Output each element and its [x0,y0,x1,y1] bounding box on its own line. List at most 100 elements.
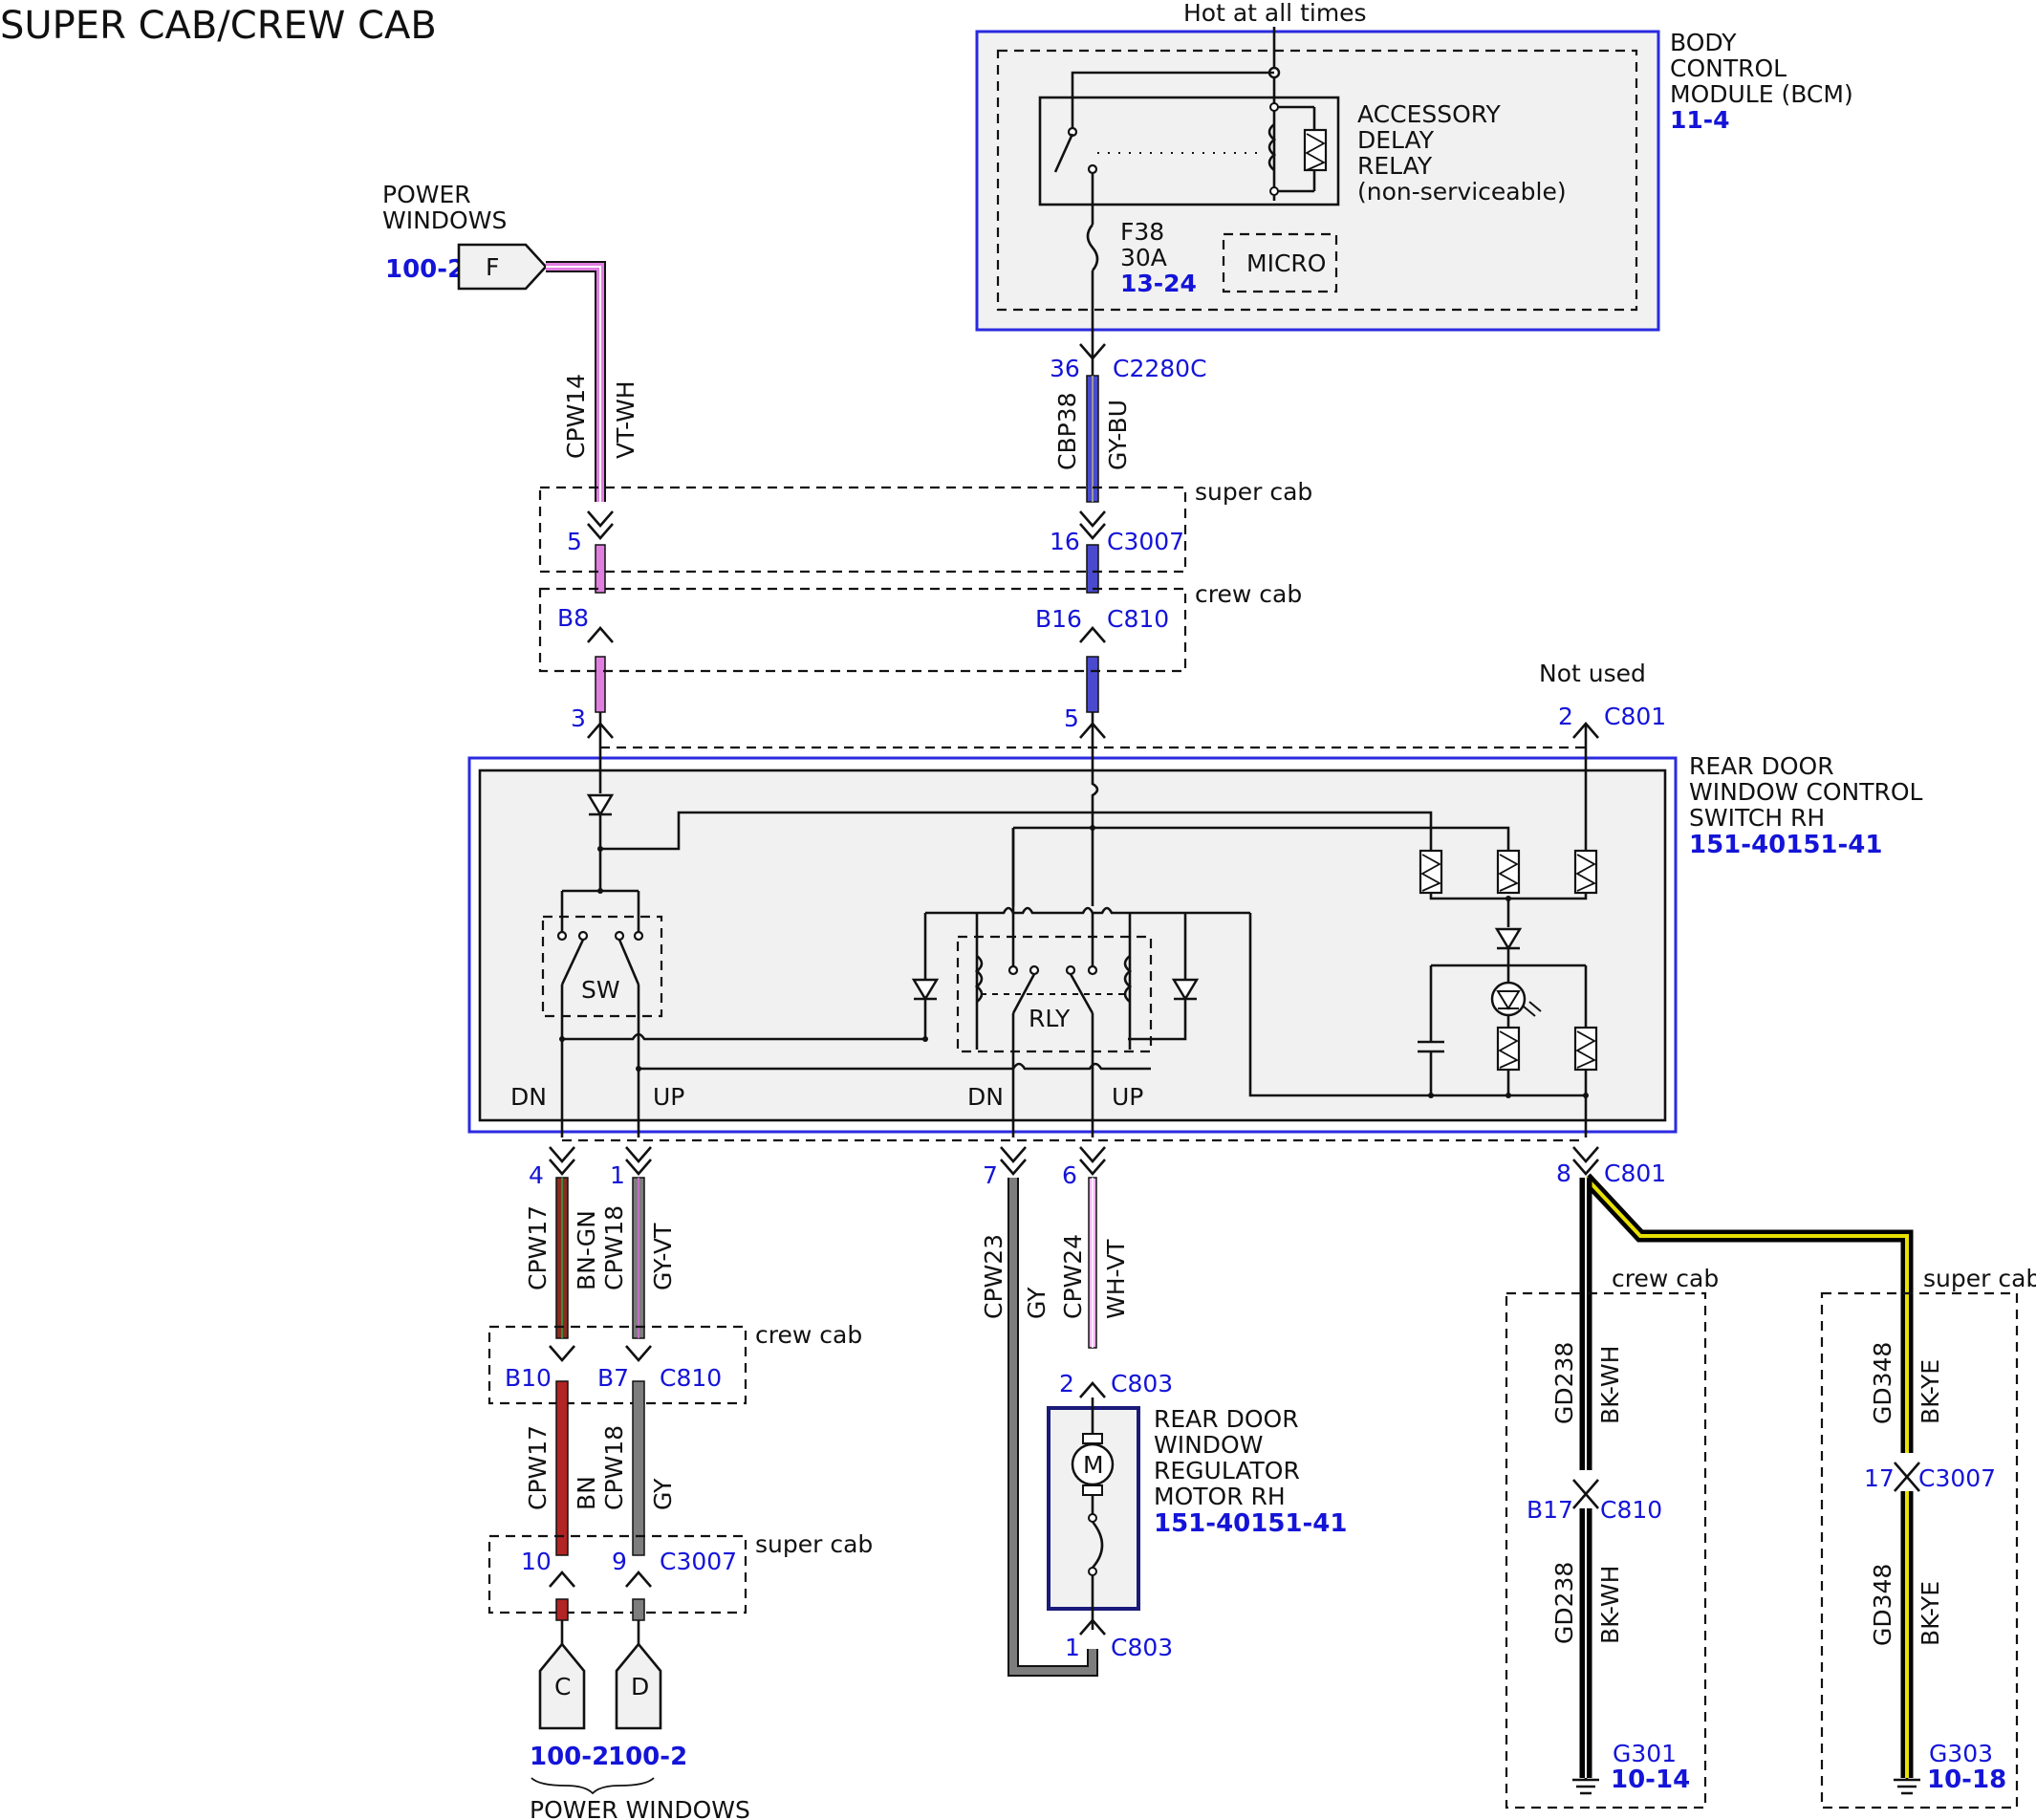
connector-c2280c-label: C2280C [1113,355,1207,382]
wire-gd238a-circuit: GD238 [1550,1342,1578,1424]
motor-brush-bottom [1082,1484,1103,1496]
wire-gd238b-color: BK-WH [1596,1566,1624,1644]
wire-cpw18b-circuit: CPW18 [600,1425,628,1510]
sw-contact [633,930,644,942]
ground-g303-page-ref: 10-18 [1927,1766,2006,1794]
connector-c810-pin-b16-symbol [1079,626,1106,643]
junction-dot [1583,1093,1589,1098]
sw-contact [556,930,568,942]
pin-b7-symbol [625,1345,652,1362]
connector-c3007-label-top: C3007 [1107,528,1184,555]
connector-c-label: C [554,1673,571,1701]
wire-cbp38-circuit: CBP38 [1053,393,1081,471]
illum-resistor-4-zigzag [1498,1030,1520,1069]
illum-resistor-3-zigzag [1575,854,1597,892]
ground-g301-icon [1572,1778,1599,1795]
junction-dot [1505,1093,1511,1098]
relay-coil [1267,122,1277,172]
zone-super-cab-ground-label: super cab [1923,1265,2036,1292]
wire-cpw17b-circuit: CPW17 [524,1425,552,1510]
pin-5-c801: 5 [1064,704,1079,732]
wire-cpw17-stub [555,1598,569,1621]
pin-7: 7 [983,1161,998,1189]
sw-outputs [560,985,640,1138]
pin-b10: B10 [505,1364,552,1392]
connector-c2280c-symbol [1079,343,1106,360]
pin-b16: B16 [1035,605,1082,633]
illum-ground-leads [1429,1051,1588,1138]
sw-contact [614,930,625,942]
zone-crew-cab-ground-box [1505,1291,1707,1809]
wire-cpw14-circuit: CPW14 [562,374,590,459]
pin-16: 16 [1050,528,1080,555]
switch-illum-feed [600,811,1433,865]
sw-up-to-relay [639,1062,1151,1071]
zone-crew-cab-label: crew cab [1195,580,1302,608]
wire-cpw17-bn [555,1380,569,1556]
pin-b17: B17 [1527,1496,1573,1524]
switch-up-label-left: UP [653,1083,684,1111]
sw-dn-to-relay [562,1032,925,1041]
switch-dn-label-left: DN [510,1083,547,1111]
ground-g301-label: G301 [1613,1740,1677,1767]
junction-dot [1269,102,1279,112]
relay-diode-left [911,978,940,1002]
pin-7-symbol [1000,1146,1027,1176]
connector-f-label: F [486,253,499,281]
pin-b10-symbol [549,1345,575,1362]
relay-label-line1: ACCESSORY [1357,100,1502,128]
relay-contact-output [1087,163,1098,175]
bcm-outline [975,30,1660,332]
relay-resistor-zigzag [1305,133,1327,171]
connector-c2280c: 36 C2280C [1050,343,1207,382]
wire-gd348b-circuit: GD348 [1869,1564,1896,1646]
pin-8: 8 [1556,1159,1571,1187]
zone-super-cab-box [538,486,1187,574]
micro-label: MICRO [1246,249,1326,277]
hot-at-all-times-label: Hot at all times [1183,0,1367,27]
pin-17-mate [1894,1475,1920,1492]
connector-c810-label-ground: C810 [1600,1496,1662,1524]
illum-resistor-5-zigzag [1575,1030,1597,1069]
pin-3: 3 [571,704,586,732]
wire-gd238a-color: BK-WH [1596,1346,1624,1424]
pin-8-symbol [1572,1146,1599,1176]
rly-contact [1087,964,1098,976]
pin-4: 4 [529,1161,544,1189]
switch-up-label-right: UP [1112,1083,1143,1111]
relay-label-line3: RELAY [1357,152,1433,180]
pin-9-symbol [625,1571,652,1588]
rly-contact [1007,964,1019,976]
fuse-f38-symbol [1086,224,1099,271]
switch-outline [467,756,1678,1134]
junction-dot [1269,186,1279,196]
zone-super-cab-bottom-box [487,1534,747,1614]
pin-10: 10 [521,1548,552,1575]
connector-c810-label-bottom: C810 [660,1364,722,1392]
relay-label-line4: (non-serviceable) [1357,178,1567,206]
pin-4-symbol [549,1146,575,1176]
ground-g303-icon [1894,1778,1920,1795]
connector-c803-label-top: C803 [1111,1370,1173,1398]
pin-1-c801: 1 [610,1161,625,1189]
pin-6-symbol [1079,1146,1106,1176]
switch-pin-5-symbol [1079,722,1106,739]
connector-c810-label-top: C810 [1107,605,1169,633]
wire-cpw23-cpw24: CPW23 GY CPW24 WH-VT 2 C803 M 1 C803 REA… [980,1177,1348,1677]
power-windows-connector-f: POWER WINDOWS 100-2 F [382,181,548,291]
switch-name-line1: REAR DOOR [1689,752,1834,780]
pin-10-symbol [549,1571,575,1588]
motor-brush-top [1082,1433,1103,1444]
bottom-connector-leads [560,1620,640,1644]
wire-cbp38-segment3 [1086,656,1099,713]
wire-cpw17-circuit: CPW17 [524,1205,552,1290]
wire-cpw18-circuit: CPW18 [600,1205,628,1290]
wire-cbp38: CBP38 GY-BU [1053,349,1132,755]
wire-cpw14-stripe [546,266,601,502]
wire-gd348a-circuit: GD348 [1869,1342,1896,1424]
wire-cbp38-color: GY-BU [1104,400,1132,470]
pin-2-c803: 2 [1059,1370,1074,1398]
junction-dot [636,1066,641,1072]
wire-cpw24-color: WH-VT [1102,1239,1130,1319]
